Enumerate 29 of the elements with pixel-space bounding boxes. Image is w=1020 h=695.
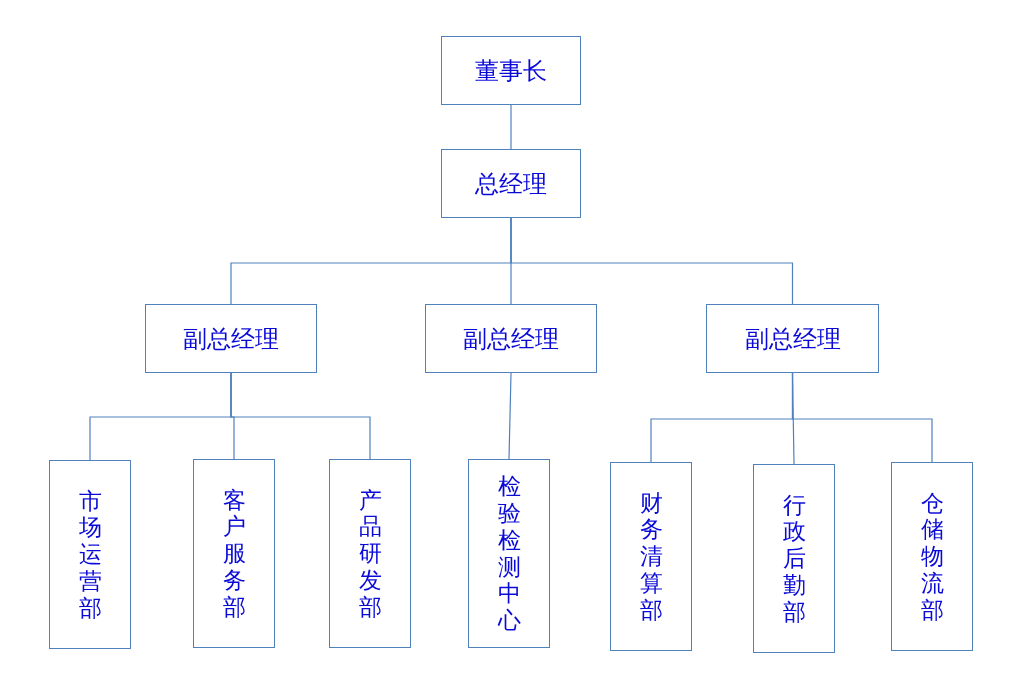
org-box xyxy=(193,459,275,648)
box-label: 董事长 xyxy=(475,55,547,87)
org-box xyxy=(425,304,597,373)
box-label: 财务清算部 xyxy=(639,489,663,624)
connector-line xyxy=(508,372,512,460)
box-label: 检验检测中心 xyxy=(497,473,521,634)
org-box xyxy=(891,462,973,651)
box-label: 副总经理 xyxy=(183,323,279,355)
org-box xyxy=(468,459,550,648)
box-label: 总经理 xyxy=(475,168,547,200)
org-box xyxy=(441,149,581,218)
box-label: 行政后勤部 xyxy=(782,491,806,626)
org-box xyxy=(441,36,581,105)
org-box xyxy=(610,462,692,651)
org-box xyxy=(145,304,317,373)
box-label: 产品研发部 xyxy=(358,486,382,621)
connector-line xyxy=(791,372,933,463)
box-label: 仓储物流部 xyxy=(920,489,944,624)
box-label: 市场运营部 xyxy=(78,487,102,622)
connector-line xyxy=(510,217,794,305)
box-label: 副总经理 xyxy=(463,323,559,355)
connector-line xyxy=(510,104,512,150)
connector-line xyxy=(230,372,371,460)
box-label: 副总经理 xyxy=(744,323,841,355)
org-box xyxy=(49,460,131,649)
org-box xyxy=(706,304,879,373)
org-box xyxy=(753,464,835,653)
org-box xyxy=(329,459,411,648)
box-label: 客户服务部 xyxy=(222,486,246,621)
